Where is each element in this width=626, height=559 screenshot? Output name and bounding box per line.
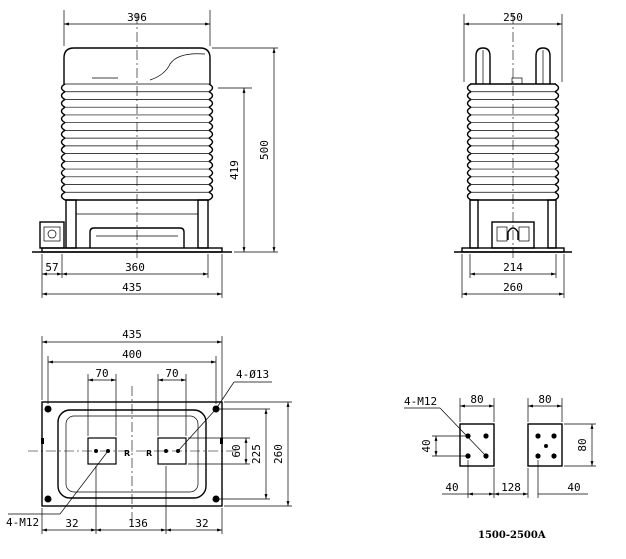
terminal-hole-spacing-right-label: 80 bbox=[576, 438, 589, 451]
plan-marker-right: R bbox=[146, 449, 152, 458]
plan-terminal-width-left-label: 70 bbox=[95, 367, 108, 380]
front-height-fins-label: 419 bbox=[228, 160, 241, 180]
terminal-pad-gap-label: 128 bbox=[501, 481, 521, 494]
fin-edges bbox=[60, 83, 214, 201]
front-view: 396 500 419 57 360 435 bbox=[32, 10, 278, 298]
plan-base-plate bbox=[41, 401, 223, 507]
front-base-offset-label: 57 bbox=[45, 261, 58, 274]
terminal-edge-right-label: 40 bbox=[567, 481, 580, 494]
plan-terminal-span-label: 136 bbox=[128, 517, 148, 530]
plan-marker-left: R bbox=[124, 449, 130, 458]
plan-terminal-bolts-label: 4-M12 bbox=[6, 516, 39, 529]
front-height-total-label: 500 bbox=[258, 140, 271, 160]
terminal-pad-left bbox=[459, 423, 495, 467]
plan-hole-span-x-label: 400 bbox=[122, 348, 142, 361]
front-base-frame bbox=[32, 199, 232, 253]
front-dimensions: 396 500 419 57 360 435 bbox=[41, 10, 278, 298]
terminal-dimensions: 4-M12 80 80 40 80 40 128 bbox=[404, 393, 596, 498]
terminal-pad-width-left-label: 80 bbox=[470, 393, 483, 406]
fin-edges bbox=[466, 83, 560, 201]
terminal-edge-left-label: 40 bbox=[445, 481, 458, 494]
terminal-detail: 4-M12 80 80 40 80 40 128 bbox=[404, 393, 596, 541]
side-view: 250 214 260 bbox=[454, 11, 572, 298]
plan-offset-left-label: 32 bbox=[65, 517, 78, 530]
front-base-span-label: 360 bbox=[125, 261, 145, 274]
plan-terminal-height-label: 60 bbox=[230, 444, 243, 457]
plan-overall-depth-label: 260 bbox=[272, 444, 285, 464]
terminal-hole-spacing-left-label: 40 bbox=[420, 439, 433, 452]
plan-offset-right-label: 32 bbox=[195, 517, 208, 530]
terminal-pad-width-right-label: 80 bbox=[538, 393, 551, 406]
plan-dimensions: 435 400 70 70 4-Ø13 4-M12 bbox=[6, 328, 292, 534]
plan-overall-width-label: 435 bbox=[122, 328, 142, 341]
front-top-width-label: 396 bbox=[127, 11, 147, 24]
terminal-caption: 1500-2500A bbox=[478, 530, 546, 541]
side-dimensions: 250 214 260 bbox=[461, 11, 565, 298]
plan-terminal-width-right-label: 70 bbox=[165, 367, 178, 380]
terminal-pad-right bbox=[527, 423, 563, 467]
front-housing-curve bbox=[149, 53, 206, 81]
plan-hole-span-y-label: 225 bbox=[250, 444, 263, 464]
front-top-housing bbox=[63, 47, 211, 84]
plan-view: R R 435 400 70 70 4-Ø13 bbox=[6, 328, 292, 534]
side-top-width-label: 250 bbox=[503, 11, 523, 24]
plan-housing-inner bbox=[65, 415, 199, 493]
side-base-width-label: 260 bbox=[503, 281, 523, 294]
terminal-bolts-label: 4-M12 bbox=[404, 395, 437, 408]
front-base-width-label: 435 bbox=[122, 281, 142, 294]
plan-mount-holes-label: 4-Ø13 bbox=[236, 368, 269, 381]
side-hole-span-label: 214 bbox=[503, 261, 523, 274]
